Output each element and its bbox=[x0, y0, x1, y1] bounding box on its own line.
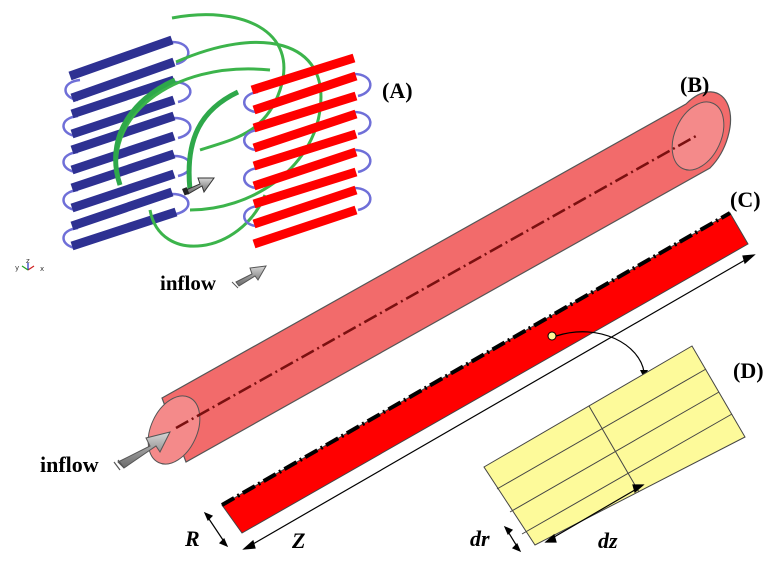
dr-dimension bbox=[503, 525, 522, 553]
axis-y-label: y bbox=[15, 264, 19, 272]
panel-d-label: (D) bbox=[733, 358, 763, 383]
flow-arrow-icon bbox=[182, 177, 215, 196]
axis-triad-icon: y z x bbox=[15, 257, 44, 273]
cylinder-axis bbox=[175, 134, 697, 430]
strip-centerline bbox=[221, 211, 731, 507]
axis-x-label: x bbox=[40, 265, 44, 273]
dz-dimension bbox=[544, 484, 645, 543]
panel-a-coil bbox=[62, 13, 372, 251]
length-dimension bbox=[242, 254, 756, 550]
radius-label: R bbox=[184, 526, 200, 551]
panel-d-grid bbox=[483, 345, 746, 546]
length-label: Z bbox=[291, 528, 305, 553]
panel-b-label: (B) bbox=[680, 72, 709, 97]
inflow-arrow-top-icon bbox=[231, 265, 267, 289]
radius-dimension bbox=[203, 511, 229, 548]
axis-z-label: z bbox=[26, 257, 30, 265]
red-tubes bbox=[250, 53, 358, 249]
panel-a-label: (A) bbox=[382, 78, 413, 103]
blue-tubes bbox=[68, 35, 178, 251]
dr-label: dr bbox=[470, 526, 490, 551]
panel-c-label: (C) bbox=[730, 187, 761, 212]
inflow-arrow-bottom-icon bbox=[113, 431, 171, 471]
panel-b-cylinder bbox=[147, 91, 732, 465]
dz-label: dz bbox=[598, 528, 618, 553]
panel-c-strip bbox=[221, 211, 749, 534]
inflow-label-top: inflow bbox=[160, 271, 217, 295]
probe-point bbox=[547, 331, 557, 341]
zoom-arrow bbox=[555, 331, 645, 373]
inflow-label-bottom: inflow bbox=[40, 452, 99, 477]
